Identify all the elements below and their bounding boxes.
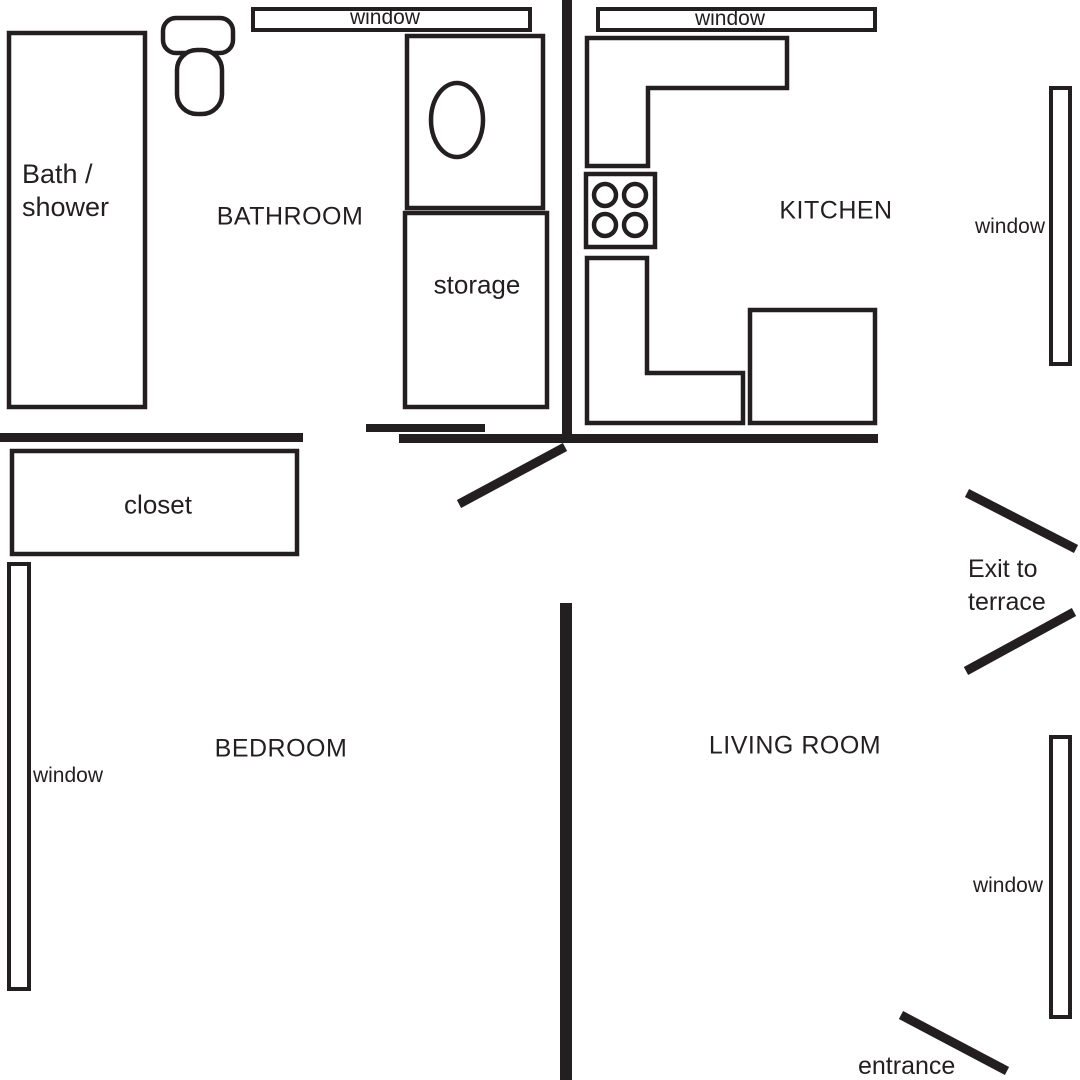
door-swing-bathroom — [456, 443, 568, 508]
sink-basin — [428, 80, 486, 160]
window-bar-bedroom-left — [7, 562, 31, 991]
door-swing-terrace-upper — [964, 488, 1079, 554]
living-room-window-label: window — [972, 874, 1044, 897]
wall-bedroom-bathroom — [0, 433, 303, 442]
living-room-room-label: LIVING ROOM — [708, 731, 882, 760]
exit-to-terrace-label: Exit to terrace — [968, 553, 1046, 619]
kitchen-top-window-label: window — [694, 7, 766, 30]
wall-main-horizontal — [399, 434, 878, 443]
burner-top-right-icon — [621, 181, 649, 209]
window-bar-kitchen-top — [596, 7, 877, 32]
burner-bottom-left-icon — [591, 211, 619, 239]
stove — [583, 171, 658, 250]
closet-label: closet — [124, 489, 192, 520]
closet-box — [9, 448, 300, 557]
kitchen-right-window-label: window — [974, 215, 1046, 238]
exit-to-terrace-label-line2: terrace — [968, 588, 1046, 616]
bath-shower-label: Bath / shower — [22, 158, 109, 224]
window-bar-kitchen-right — [1049, 86, 1072, 366]
window-bar-living-room-right — [1049, 735, 1072, 1019]
burner-top-left-icon — [591, 181, 619, 209]
storage-box — [402, 210, 550, 410]
bath-shower-label-line2: shower — [22, 192, 110, 222]
kitchen-counter-lower — [584, 255, 746, 426]
bathroom-room-label: BATHROOM — [216, 202, 364, 231]
wall-bedroom-living-divider — [560, 603, 572, 1080]
storage-label: storage — [433, 269, 521, 300]
door-swing-terrace-lower — [963, 608, 1077, 675]
burner-bottom-right-icon — [621, 211, 649, 239]
bedroom-room-label: BEDROOM — [214, 734, 348, 763]
window-bar-bathroom-top — [251, 7, 532, 32]
door-swing-entrance — [898, 1011, 1010, 1075]
kitchen-room-label: KITCHEN — [779, 196, 893, 225]
kitchen-counter-upper — [584, 35, 790, 169]
toilet-bowl — [174, 47, 225, 117]
exit-to-terrace-label-line1: Exit to — [968, 555, 1038, 583]
bedroom-window-label: window — [32, 764, 104, 787]
bath-outline — [6, 30, 148, 410]
door-leaf-bathroom — [366, 424, 485, 432]
bath-shower-label-line1: Bath / — [22, 159, 93, 189]
bathroom-window-label: window — [349, 6, 421, 29]
kitchen-island — [747, 307, 878, 426]
wall-bathroom-kitchen-divider — [562, 0, 572, 441]
entrance-label: entrance — [858, 1052, 956, 1080]
